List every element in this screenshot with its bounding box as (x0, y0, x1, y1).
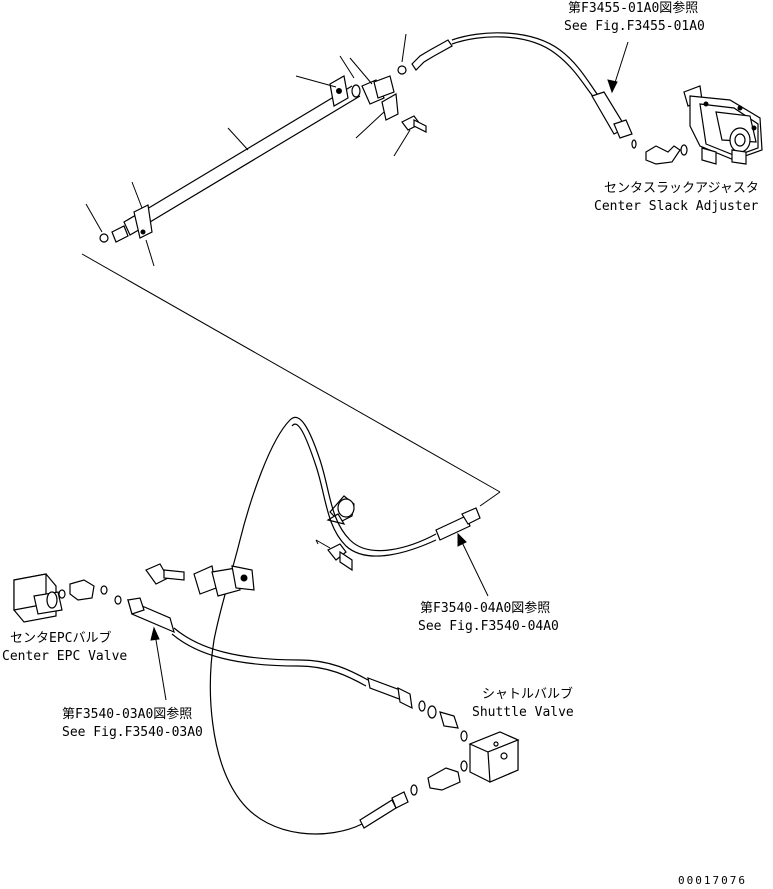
ref-f3540-03-en: See Fig.F3540-03A0 (62, 725, 203, 740)
ref-f3455-en: See Fig.F3455-01A0 (564, 19, 705, 34)
ref-f3455-jp: 第F3455-01A0図参照 (568, 0, 698, 16)
upper-hose (411, 32, 633, 139)
lower-clamp-center (315, 495, 355, 572)
ref-f3540-04-jp: 第F3540-04A0図参照 (420, 600, 550, 616)
shuttle-valve-en: Shuttle Valve (472, 705, 574, 720)
slack-adjuster-en: Center Slack Adjuster (594, 199, 759, 214)
shuttle-valve-jp: シャトルバルブ (482, 686, 573, 702)
upper-leader-lines (81, 33, 629, 507)
tube-right-end-fittings (329, 65, 427, 133)
shuttle-valve-component (427, 730, 520, 791)
drawing-number: 00017076 (678, 874, 747, 887)
epc-valve-jp: センタEPCバルブ (10, 630, 111, 646)
ref-f3540-04-en: See Fig.F3540-04A0 (418, 619, 559, 634)
ref-f3540-03-jp: 第F3540-03A0図参照 (62, 706, 192, 722)
lower-hose-end (359, 784, 418, 829)
epc-valve-component (13, 573, 175, 634)
epc-to-shuttle-hose (171, 627, 459, 729)
steel-tube (131, 84, 361, 229)
upper-loop-hose (209, 416, 481, 835)
tube-left-end-fittings (99, 204, 153, 243)
slack-adjuster-component (631, 85, 763, 165)
slack-adjuster-jp: センタスラックアジャスタ (604, 181, 759, 196)
lower-leader-lines (150, 532, 489, 701)
epc-valve-en: Center EPC Valve (2, 649, 127, 664)
lower-clamp-left (145, 563, 255, 597)
